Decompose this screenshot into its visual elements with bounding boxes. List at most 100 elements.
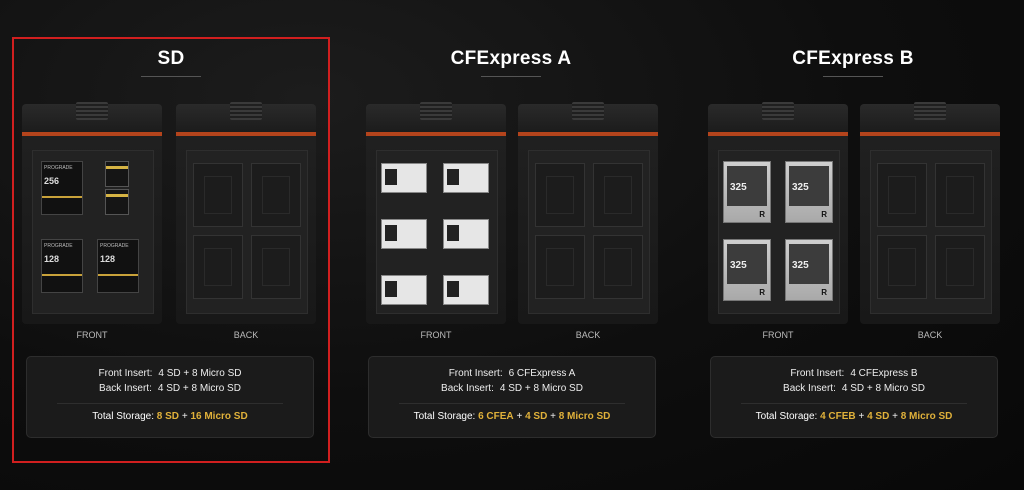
cfexpress-b-card: 325 R: [785, 161, 833, 223]
case-insert: 325 R 325 R 325 R 325 R: [718, 150, 840, 314]
option-cfexpress-b[interactable]: CFExpress B 325 R 325 R 325 R: [694, 0, 1012, 490]
card-label: [727, 166, 767, 206]
card-band: [98, 274, 138, 276]
total-plus: +: [181, 411, 188, 422]
cfexpress-a-card: [381, 275, 427, 305]
back-case: [860, 102, 1000, 324]
total-storage-row: Total Storage: 8 SD + 16 Micro SD: [27, 411, 313, 422]
empty-slot: [193, 163, 243, 227]
card-label: [385, 281, 397, 297]
case-lid: [22, 102, 162, 136]
option-title: SD: [157, 48, 185, 69]
case-clip: [914, 102, 946, 120]
back-insert-value: 4 SD + 8 Micro SD: [499, 383, 583, 394]
option-title: CFExpress A: [450, 48, 572, 69]
front-case: 325 R 325 R 325 R 325 R: [708, 102, 848, 324]
case-stripe: [708, 132, 848, 136]
sd-card: PROGRADE 128: [41, 239, 83, 293]
front-label: FRONT: [762, 330, 794, 340]
info-divider: [741, 403, 967, 404]
total-part: 4 SD: [525, 411, 548, 422]
back-insert-row: Back Insert: 4 SD + 8 Micro SD: [711, 383, 997, 394]
case-body: PROGRADE 256 PROGRADE 128 PROGRADE 128: [22, 136, 162, 324]
back-insert-key: Back Insert:: [441, 383, 494, 394]
case-lid: [518, 102, 658, 136]
back-insert-row: Back Insert: 4 SD + 8 Micro SD: [27, 383, 313, 394]
case-insert: [186, 150, 308, 314]
cfexpress-a-card: [381, 163, 427, 193]
card-capacity: 128: [44, 254, 60, 264]
total-part: 4 SD: [867, 411, 890, 422]
total-part: 6 CFEA: [478, 411, 514, 422]
back-insert-value: 4 SD + 8 Micro SD: [841, 383, 925, 394]
card-capacity: 325: [730, 260, 747, 271]
cfexpress-b-card: 325 R: [785, 239, 833, 301]
card-label: [447, 225, 459, 241]
case-body: [366, 136, 506, 324]
empty-slot: [593, 235, 643, 299]
option-title: CFExpress B: [792, 48, 914, 69]
micro-sd-card: [105, 189, 129, 215]
card-brand: PROGRADE: [44, 165, 73, 171]
option-cfexpress-a[interactable]: CFExpress A FRONT BAC: [352, 0, 670, 490]
empty-slot: [877, 235, 927, 299]
case-insert: [870, 150, 992, 314]
front-label: FRONT: [420, 330, 452, 340]
selected-option-frame: [12, 37, 330, 463]
cfexpress-a-card: [443, 163, 489, 193]
card-label: [789, 166, 829, 206]
card-logo: R: [759, 210, 765, 219]
back-label: BACK: [917, 330, 943, 340]
card-label: [385, 169, 397, 185]
info-panel: Front Insert:4 CFExpress B Back Insert: 4…: [710, 356, 998, 438]
card-label: [727, 244, 767, 284]
case-stripe: [22, 132, 162, 136]
case-lid: [860, 102, 1000, 136]
front-insert-key: Front Insert:: [790, 368, 845, 379]
case-clip: [420, 102, 452, 120]
back-insert-key: Back Insert:: [99, 383, 152, 394]
card-brand: PROGRADE: [44, 243, 73, 249]
total-storage-key: Total Storage:: [755, 411, 818, 422]
card-band: [42, 196, 82, 198]
case-stripe: [518, 132, 658, 136]
option-sd[interactable]: SD PROGRADE 256 PROGRADE 128 PROGRAD: [12, 0, 330, 490]
title-divider: [481, 76, 541, 77]
total-part: 8 Micro SD: [900, 411, 953, 422]
empty-slot: [251, 163, 301, 227]
case-clip: [572, 102, 604, 120]
card-logo: R: [821, 288, 827, 297]
title-divider: [823, 76, 883, 77]
case-lid: [708, 102, 848, 136]
info-panel: Front Insert:6 CFExpress A Back Insert: 4…: [368, 356, 656, 438]
info-divider: [57, 403, 283, 404]
sd-card: PROGRADE 256: [41, 161, 83, 215]
cfexpress-b-card: 325 R: [723, 161, 771, 223]
front-insert-key: Front Insert:: [98, 368, 153, 379]
front-insert-row: Front Insert:4 CFExpress B: [711, 368, 997, 379]
empty-slot: [935, 235, 985, 299]
title-divider: [141, 76, 201, 77]
front-case: PROGRADE 256 PROGRADE 128 PROGRADE 128: [22, 102, 162, 324]
card-band: [42, 274, 82, 276]
cfexpress-a-card: [381, 219, 427, 249]
cfexpress-b-card: 325 R: [723, 239, 771, 301]
case-stripe: [176, 132, 316, 136]
card-logo: R: [821, 210, 827, 219]
case-clip: [76, 102, 108, 120]
case-insert: PROGRADE 256 PROGRADE 128 PROGRADE 128: [32, 150, 154, 314]
total-storage-key: Total Storage:: [413, 411, 476, 422]
back-insert-value: 4 SD + 8 Micro SD: [157, 383, 241, 394]
front-insert-row: Front Insert:6 CFExpress A: [369, 368, 655, 379]
total-part: 16 Micro SD: [190, 411, 248, 422]
total-plus: +: [516, 411, 523, 422]
case-body: [860, 136, 1000, 324]
back-insert-key: Back Insert:: [783, 383, 836, 394]
empty-slot: [535, 163, 585, 227]
card-capacity: 325: [730, 182, 747, 193]
total-part: 8 Micro SD: [558, 411, 611, 422]
back-insert-row: Back Insert: 4 SD + 8 Micro SD: [369, 383, 655, 394]
empty-slot: [251, 235, 301, 299]
front-insert-value: 4 SD + 8 Micro SD: [158, 368, 242, 379]
case-clip: [762, 102, 794, 120]
